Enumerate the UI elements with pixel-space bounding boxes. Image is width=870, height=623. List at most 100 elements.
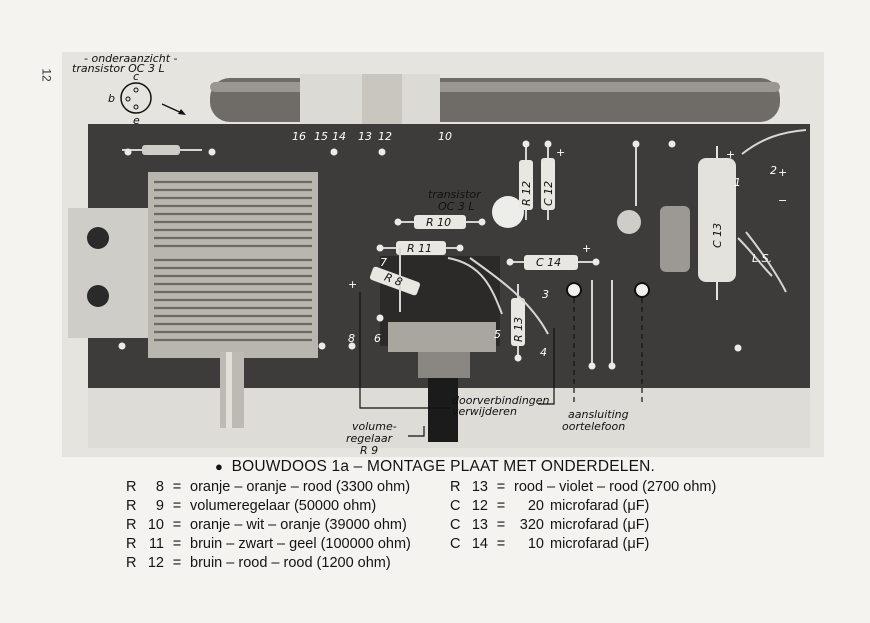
terminal-12: 12 (378, 130, 392, 143)
transistor-second (617, 210, 641, 234)
part-equals: = (172, 555, 182, 571)
label-c13: C 13 (711, 223, 724, 248)
part-value: microfarad (μF) (550, 517, 650, 533)
terminal-4: 4 (540, 346, 547, 359)
label-r10: R 10 (426, 216, 451, 229)
label-r8: R 8 (383, 271, 404, 289)
ferrite-antenna (210, 74, 780, 126)
terminal-14: 14 (332, 130, 346, 143)
part-row: R 10 = oranje – wit – oranje (39000 ohm) (126, 516, 411, 535)
part-equals: = (172, 536, 182, 552)
assembly-photo: 16 15 14 13 12 10 1 2 3 4 5 6 7 8 R 10 R… (62, 52, 824, 457)
underside-title: - onderaanzicht - (84, 52, 178, 65)
volume-line3: R 9 (360, 444, 378, 457)
plus-c14: + (582, 242, 591, 255)
part-row: R 8 = oranje – oranje – rood (3300 ohm) (126, 478, 411, 497)
label-r13: R 13 (512, 317, 525, 342)
earphone-socket-left (566, 282, 582, 298)
resistor-r10 (398, 215, 482, 229)
volume-line2: regelaar (346, 432, 394, 445)
part-value: bruin – zwart – geel (100000 ohm) (190, 536, 411, 552)
transistor-underside-sketch: - onderaanzicht - transistor OC 3 L c b … (72, 52, 186, 127)
solder-terminals (118, 140, 742, 370)
resistor-extra-left (122, 145, 202, 155)
part-value: oranje – wit – oranje (39000 ohm) (190, 517, 407, 533)
part-row: R 11 = bruin – zwart – geel (100000 ohm) (126, 535, 411, 554)
part-equals: = (172, 479, 182, 495)
part-code: C (450, 536, 461, 552)
part-row: C 13 = 320 microfarad (μF) (450, 516, 716, 535)
phone-line2: oortelefoon (562, 420, 625, 433)
plus-c13: + (726, 148, 735, 161)
part-number: 8 (155, 479, 164, 495)
part-number: 10 (147, 517, 164, 533)
bridges-line1: doorverbindingen (452, 394, 550, 407)
parts-list-right: R 13 = rood – violet – rood (2700 ohm) C… (450, 478, 716, 554)
caption-bullet: ● (214, 459, 224, 474)
label-c14: C 14 (536, 256, 561, 269)
capacitor-c12 (541, 144, 555, 220)
page-number: 12 (39, 68, 54, 82)
part-code: R (126, 479, 137, 495)
terminal-10: 10 (438, 130, 452, 143)
capacitor-c14 (510, 255, 596, 270)
resistor-r8 (369, 266, 421, 296)
part-number: 11 (148, 536, 164, 552)
plus-battery: + (348, 278, 357, 291)
terminal-16: 16 (292, 130, 306, 143)
resistor-r11 (380, 241, 460, 255)
tuning-capacitor (68, 172, 318, 428)
part-number: 12 (147, 555, 164, 571)
part-code: R (450, 479, 461, 495)
part-code: R (126, 517, 137, 533)
transistor-oc3l (492, 196, 524, 228)
part-equals: = (172, 517, 182, 533)
part-value: microfarad (μF) (550, 498, 650, 514)
caption-text: BOUWDOOS 1a – MONTAGE PLAAT MET ONDERDEL… (231, 458, 656, 475)
part-value: bruin – rood – rood (1200 ohm) (190, 555, 391, 571)
ls-label: L.S. (752, 252, 772, 265)
underside-transistor: transistor OC 3 L (72, 62, 165, 75)
part-value: microfarad (μF) (550, 536, 650, 552)
pin-e: e (133, 114, 140, 127)
minus-terminal: − (778, 194, 787, 207)
terminal-15: 15 (314, 130, 328, 143)
part-number: 13 (471, 517, 488, 533)
part-number: 12 (471, 498, 488, 514)
parts-list-left: R 8 = oranje – oranje – rood (3300 ohm) … (126, 478, 411, 573)
part-number: 9 (155, 498, 164, 514)
terminal-8: 8 (348, 332, 355, 345)
part-equals: = (496, 536, 506, 552)
terminal-5: 5 (494, 328, 501, 341)
board-transistor-line2: OC 3 L (438, 200, 474, 213)
capacitor-c13 (698, 146, 736, 300)
terminal-7: 7 (380, 256, 387, 269)
part-row: C 12 = 20 microfarad (μF) (450, 497, 716, 516)
part-number: 14 (471, 536, 488, 552)
label-r11: R 11 (407, 242, 432, 255)
part-value: rood – violet – rood (2700 ohm) (514, 479, 717, 495)
part-value: volumeregelaar (50000 ohm) (190, 498, 377, 514)
bridges-line2: verwijderen (452, 405, 517, 418)
part-amount: 320 (519, 517, 544, 533)
volume-line1: volume- (352, 420, 397, 433)
part-code: R (126, 555, 137, 571)
part-row: R 9 = volumeregelaar (50000 ohm) (126, 497, 411, 516)
part-code: C (450, 517, 461, 533)
plus-c12: + (556, 146, 565, 159)
label-r12: R 12 (520, 181, 533, 206)
part-equals: = (496, 498, 506, 514)
plus-terminal: + (778, 166, 787, 179)
earphone-socket-right (634, 282, 650, 298)
part-number: 13 (471, 479, 488, 495)
part-code: C (450, 498, 461, 514)
part-code: R (126, 536, 137, 552)
terminal-6: 6 (374, 332, 381, 345)
wiring (399, 129, 807, 366)
part-row: R 13 = rood – violet – rood (2700 ohm) (450, 478, 716, 497)
part-amount: 10 (527, 536, 544, 552)
part-value: oranje – oranje – rood (3300 ohm) (190, 479, 411, 495)
pin-b: b (108, 92, 115, 105)
part-amount: 20 (527, 498, 544, 514)
terminal-1: 1 (734, 176, 741, 189)
